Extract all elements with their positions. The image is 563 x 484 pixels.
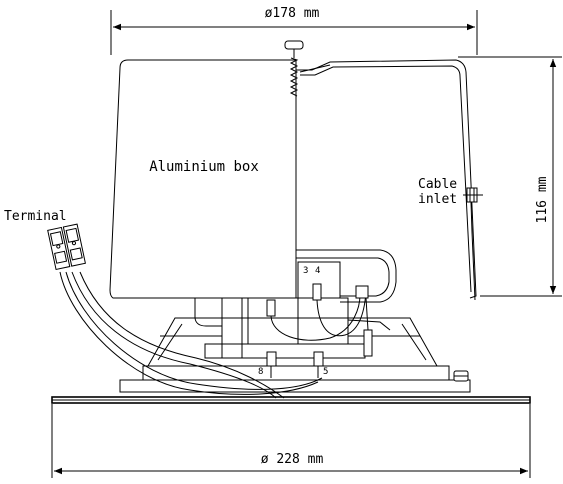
pin-3-label: 3 <box>303 266 308 276</box>
pin-5-label: 5 <box>323 367 328 377</box>
rear-housing <box>296 56 483 301</box>
wiring: 8 5 <box>59 271 373 399</box>
cable-label-line2: inlet <box>418 192 457 207</box>
pin-4-label: 4 <box>315 266 320 276</box>
top-dimension-label: ø178 mm <box>265 6 320 21</box>
cable-inlet-callout: Cable inlet <box>418 177 457 207</box>
connector-left <box>266 299 276 317</box>
aluminium-box: Aluminium box <box>109 59 297 299</box>
bottom-dimension-label: ø 228 mm <box>261 452 324 467</box>
height-dimension: 116 mm <box>458 56 562 297</box>
terminal: Terminal <box>4 209 86 271</box>
bottom-dimension: ø 228 mm <box>51 404 531 478</box>
pin-5-terminal <box>313 351 324 367</box>
wire-clip <box>355 285 369 299</box>
connector-right <box>312 283 322 301</box>
screw <box>284 40 331 97</box>
driver-unit: 3 4 <box>194 249 397 359</box>
height-dimension-label: 116 mm <box>535 176 550 223</box>
pin-8-terminal <box>266 351 277 367</box>
lead-clip <box>363 329 373 357</box>
cable-label-line1: Cable <box>418 177 457 192</box>
top-dimension: ø178 mm <box>110 6 478 55</box>
pin-8-label: 8 <box>258 367 263 377</box>
aluminium-box-label: Aluminium box <box>149 159 259 175</box>
terminal-label: Terminal <box>4 209 67 224</box>
speaker-frame <box>51 317 531 404</box>
